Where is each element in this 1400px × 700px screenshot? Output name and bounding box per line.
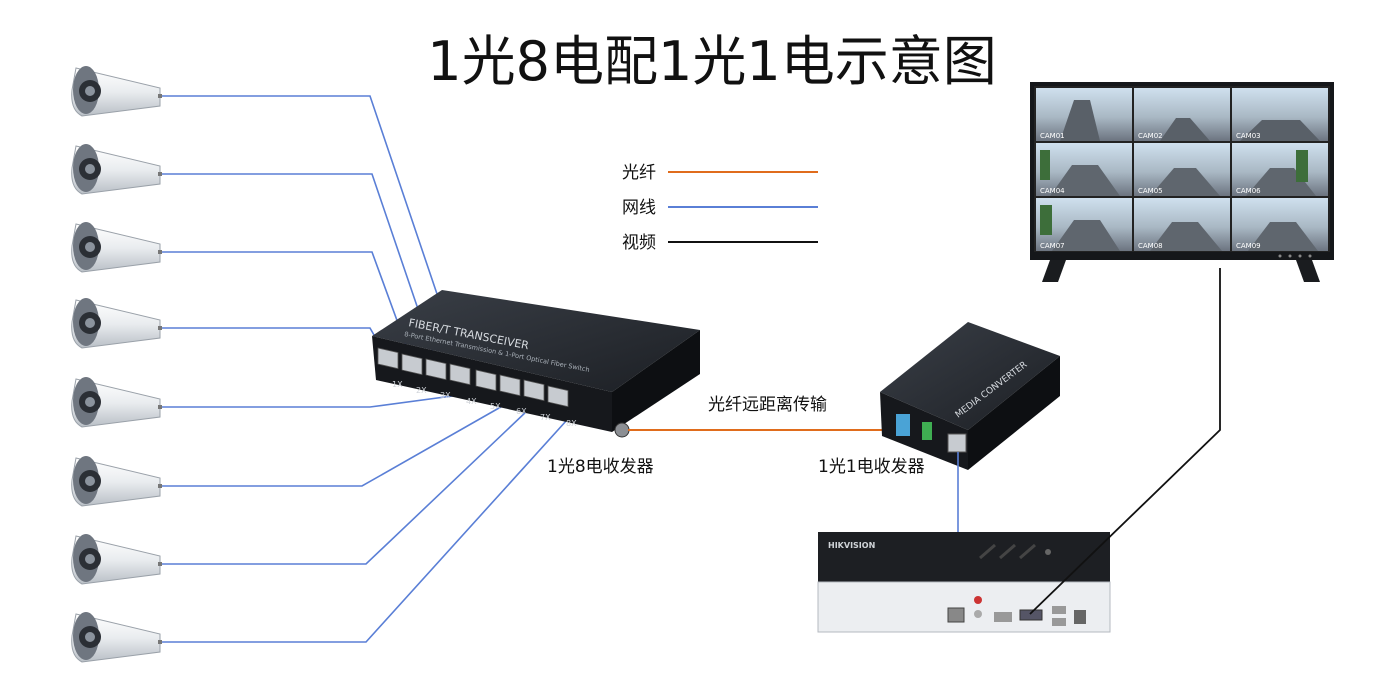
legend-video-label: 视频 (622, 233, 656, 253)
cable-cam-6 (160, 403, 507, 487)
port-label-1: 1X (392, 380, 403, 389)
legend-fiber-label: 光纤 (622, 163, 656, 183)
switch-caption: 1光8电收发器 (547, 457, 654, 477)
port-label-7: 7X (540, 413, 551, 422)
cable-cam-5 (160, 391, 483, 408)
camera-2 (71, 144, 162, 195)
legend-ethernet-label: 网线 (622, 198, 656, 218)
cable-cam-8 (160, 409, 577, 643)
nvr-vga-port (1019, 609, 1043, 621)
camera-3 (71, 222, 162, 273)
port-label-3: 3X (440, 391, 451, 400)
nvr-lan-port (947, 607, 965, 623)
nvr-brand-text: HIKVISION (828, 541, 875, 550)
camera-7 (71, 534, 162, 585)
nvr-recorder: HIKVISION (817, 532, 1111, 633)
camera-1 (71, 66, 162, 117)
cam-label-8: CAM08 (1138, 242, 1163, 250)
switch-fiber-port (614, 422, 630, 438)
fiber-link-label: 光纤远距离传输 (708, 395, 827, 415)
camera-4 (71, 298, 162, 349)
monitor-camera-grid (1036, 88, 1328, 251)
converter-rj45-port (947, 433, 967, 453)
monitor-camera-labels: CAM01 CAM02 CAM03 CAM04 CAM05 CAM06 CAM0… (1040, 132, 1261, 250)
cam-label-7: CAM07 (1040, 242, 1065, 250)
cam-label-9: CAM09 (1236, 242, 1261, 250)
diagram-title: 1光8电配1光1电示意图 (427, 30, 996, 93)
switch-port-labels: 1X 2X 3X 4X 5X 6X 7X 8X (392, 380, 577, 428)
cam-label-3: CAM03 (1236, 132, 1261, 140)
cable-cam-1 (160, 95, 459, 357)
port-label-5: 5X (490, 402, 501, 411)
port-label-8: 8X (566, 419, 577, 428)
camera-6 (71, 456, 162, 507)
converter-fiber-port (896, 414, 910, 436)
port-label-6: 6X (516, 407, 527, 416)
cable-cam-7 (160, 409, 529, 565)
monitor-foot-left (1042, 260, 1066, 282)
cam-label-4: CAM04 (1040, 187, 1065, 195)
converter-led-panel (922, 422, 932, 440)
cable-cam-4 (160, 327, 387, 357)
camera-8 (71, 612, 162, 663)
camera-column (71, 66, 162, 663)
fiber-switch-1x8: FIBER/T TRANSCEIVER 8-Port Ethernet Tran… (372, 290, 700, 438)
monitor-foot-right (1296, 260, 1320, 282)
port-label-2: 2X (416, 386, 427, 395)
cam-label-6: CAM06 (1236, 187, 1261, 195)
monitor-display: CAM01 CAM02 CAM03 CAM04 CAM05 CAM06 CAM0… (1030, 82, 1334, 282)
video-cable (1029, 268, 1221, 615)
cam-label-5: CAM05 (1138, 187, 1163, 195)
camera-5 (71, 377, 162, 428)
cam-label-1: CAM01 (1040, 132, 1065, 140)
media-converter-1x1: MEDIA CONVERTER (880, 322, 1060, 470)
cable-cam-2 (160, 173, 435, 357)
legend: 光纤 网线 视频 (622, 163, 818, 253)
ethernet-cables (160, 95, 577, 643)
converter-caption: 1光1电收发器 (818, 457, 925, 477)
switch-ports (377, 347, 569, 408)
cam-label-2: CAM02 (1138, 132, 1163, 140)
port-label-4: 4X (466, 397, 477, 406)
